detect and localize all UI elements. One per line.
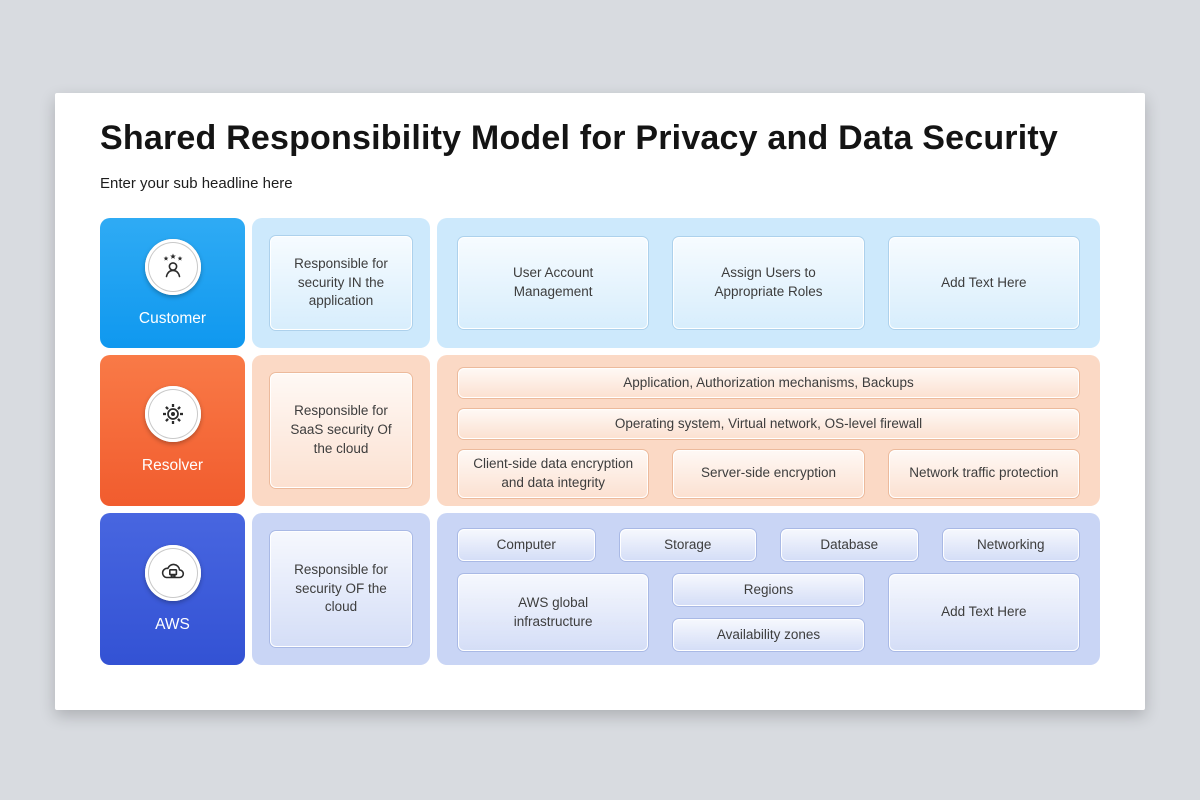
gear-icon [162, 404, 183, 424]
aws-top-item-3: Database [781, 529, 918, 561]
resolver-item-3: Network traffic protection [888, 450, 1079, 498]
aws-icon-circle [144, 544, 201, 601]
resolver-bar-2: Operating system, Virtual network, OS-le… [458, 409, 1079, 439]
customer-rating-icon [163, 253, 182, 277]
aws-header-card: AWS [100, 513, 245, 665]
slide: Shared Responsibility Model for Privacy … [55, 93, 1145, 710]
aws-bottom-row: AWS global infrastructure Regions Availa… [458, 574, 1079, 651]
resolver-detail-card: Application, Authorization mechanisms, B… [437, 355, 1100, 506]
resolver-item-1: Client-side data encryption and data int… [458, 450, 649, 498]
resolver-bottom-row: Client-side data encryption and data int… [458, 450, 1079, 498]
aws-global-infrastructure: AWS global infrastructure [458, 574, 649, 651]
customer-responsibility-card: Responsible for security IN the applicat… [252, 218, 430, 348]
aws-responsibility-card: Responsible for security OF the cloud [252, 513, 430, 665]
aws-responsibility-text: Responsible for security OF the cloud [270, 531, 412, 647]
aws-top-item-1: Computer [458, 529, 595, 561]
resolver-header-card: Resolver [100, 355, 245, 506]
cloud-chip-icon [161, 563, 184, 578]
page-title: Shared Responsibility Model for Privacy … [100, 119, 1059, 157]
aws-regions: Regions [673, 574, 864, 606]
aws-label: AWS [155, 615, 190, 633]
resolver-responsibility-card: Responsible for SaaS security Of the clo… [252, 355, 430, 506]
aws-top-item-2: Storage [619, 529, 756, 561]
customer-item-3: Add Text Here [888, 237, 1079, 329]
aws-top-row: Computer Storage Database Networking [458, 529, 1079, 561]
responsibility-grid: Customer Responsible for security IN the… [100, 218, 1100, 665]
customer-header-card: Customer [100, 218, 245, 348]
resolver-responsibility-text: Responsible for SaaS security Of the clo… [270, 373, 412, 488]
customer-icon-circle [144, 238, 201, 295]
aws-detail-card: Computer Storage Database Networking AWS… [437, 513, 1100, 665]
resolver-icon-circle [144, 386, 201, 442]
customer-responsibility-text: Responsible for security IN the applicat… [270, 236, 412, 330]
aws-middle-stack: Regions Availability zones [673, 574, 864, 651]
aws-top-item-4: Networking [942, 529, 1079, 561]
aws-add-text: Add Text Here [888, 574, 1079, 651]
customer-detail-card: User Account Management Assign Users to … [437, 218, 1100, 348]
customer-item-2: Assign Users to Appropriate Roles [673, 237, 864, 329]
resolver-item-2: Server-side encryption [673, 450, 864, 498]
customer-label: Customer [138, 309, 207, 327]
resolver-label: Resolver [141, 457, 204, 474]
customer-item-1: User Account Management [458, 237, 649, 329]
aws-availability-zones: Availability zones [673, 619, 864, 651]
page-subtitle: Enter your sub headline here [100, 175, 293, 192]
resolver-bar-1: Application, Authorization mechanisms, B… [458, 368, 1079, 398]
